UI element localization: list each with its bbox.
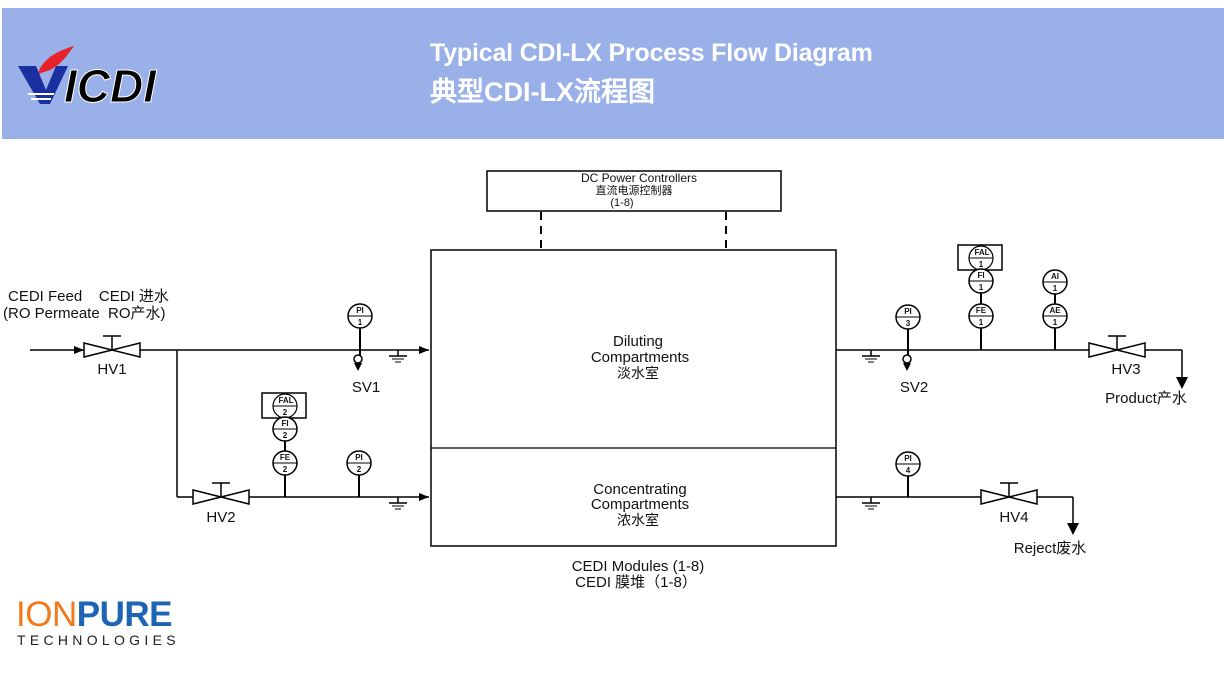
- svg-text:AI: AI: [1051, 272, 1059, 281]
- svg-text:FE: FE: [976, 306, 987, 315]
- product-outlet-label: Product产水: [1105, 390, 1187, 407]
- ionpure-logo: IONPURE TECHNOLOGIES: [16, 595, 180, 649]
- sv2-sample-valve[interactable]: [902, 354, 912, 371]
- svg-text:FAL: FAL: [278, 396, 293, 405]
- diluting-label-2: Compartments: [591, 349, 689, 366]
- concentrating-label-2: Compartments: [591, 496, 689, 513]
- reject-arrow-icon: [1067, 523, 1079, 535]
- power-controller-label-en: DC Power Controllers: [581, 171, 697, 185]
- fal2-alarm: FAL 2: [261, 392, 307, 419]
- ground-icon: [862, 350, 880, 363]
- svg-text:1: 1: [1053, 284, 1058, 293]
- hv3-valve[interactable]: [1088, 335, 1146, 358]
- svg-text:PI: PI: [356, 306, 364, 315]
- pi1-gauge: PI 1: [347, 303, 373, 329]
- svg-text:1: 1: [358, 318, 363, 327]
- fe2-flow-element: FE 2: [272, 450, 298, 476]
- fal1-alarm: FAL 1: [957, 244, 1003, 271]
- hv2-valve[interactable]: [192, 482, 250, 505]
- ae1-analyzer-element: AE 1: [1042, 303, 1068, 329]
- vicdi-logo: ICDI: [18, 46, 158, 108]
- svg-text:FE: FE: [280, 453, 291, 462]
- svg-text:FAL: FAL: [974, 248, 989, 257]
- svg-text:2: 2: [283, 431, 288, 440]
- svg-text:PI: PI: [904, 454, 912, 463]
- pi3-gauge: PI 3: [895, 304, 921, 330]
- svg-text:1: 1: [979, 283, 984, 292]
- sv2-label: SV2: [900, 379, 928, 396]
- diluting-label-1: Diluting: [613, 333, 663, 350]
- flame-icon: [38, 46, 74, 74]
- product-arrow-icon: [1176, 377, 1188, 389]
- logo-icdi-text: ICDI: [64, 60, 157, 108]
- v-letter-icon: [18, 66, 68, 104]
- ai1-analyzer-indicator: AI 1: [1042, 269, 1068, 295]
- concentrating-label-1: Concentrating: [593, 481, 686, 498]
- sv1-sample-valve[interactable]: [353, 354, 363, 371]
- svg-text:AE: AE: [1049, 306, 1061, 315]
- pi4-gauge: PI 4: [895, 451, 921, 477]
- ground-icon: [389, 497, 407, 510]
- ground-icon: [389, 350, 407, 363]
- svg-text:1: 1: [1053, 318, 1058, 327]
- feed-label-2: (RO Permeate RO产水): [3, 305, 166, 322]
- logo-ion-text: ION: [16, 595, 77, 634]
- module-caption-en: CEDI Modules (1-8): [572, 558, 705, 575]
- dc-power-controller-box: DC Power Controllers 直流电源控制器 (1-8): [486, 170, 782, 212]
- feed-label-1: CEDI Feed CEDI 进水: [8, 288, 169, 305]
- module-caption-cn: CEDI 膜堆（1-8）: [575, 574, 697, 591]
- fe1-flow-element: FE 1: [968, 303, 994, 329]
- logo-pure-text: PURE: [76, 595, 173, 634]
- header-banner: ICDI: [2, 8, 1224, 139]
- page-title: Typical CDI-LX Process Flow Diagram: [430, 39, 873, 67]
- pi2-gauge: PI 2: [346, 450, 372, 476]
- svg-text:1: 1: [979, 260, 984, 269]
- power-controller-label-cn: 直流电源控制器: [596, 183, 673, 197]
- ground-icon: [862, 497, 880, 510]
- power-controller-range: (1-8): [610, 197, 633, 209]
- svg-text:1: 1: [979, 318, 984, 327]
- concentrating-label-cn: 浓水室: [617, 512, 659, 528]
- hv3-label: HV3: [1111, 361, 1140, 378]
- page-title-chinese: 典型CDI-LX流程图: [430, 77, 655, 107]
- sv1-label: SV1: [352, 379, 380, 396]
- diluting-label-cn: 淡水室: [617, 365, 659, 381]
- svg-text:4: 4: [906, 466, 911, 475]
- fi2-flow-indicator: FI 2: [272, 416, 298, 442]
- logo-technologies-text: TECHNOLOGIES: [17, 632, 180, 648]
- cedi-module: Diluting Compartments 淡水室 Concentrating …: [430, 249, 837, 547]
- svg-text:FI: FI: [281, 419, 288, 428]
- hv4-label: HV4: [999, 509, 1028, 526]
- hv1-valve[interactable]: [83, 335, 141, 358]
- svg-text:FI: FI: [977, 271, 984, 280]
- hv2-label: HV2: [206, 509, 235, 526]
- svg-text:2: 2: [357, 465, 362, 474]
- svg-text:PI: PI: [355, 453, 363, 462]
- svg-text:PI: PI: [904, 307, 912, 316]
- svg-text:2: 2: [283, 465, 288, 474]
- reject-outlet-label: Reject废水: [1014, 540, 1087, 557]
- fi1-flow-indicator: FI 1: [968, 268, 994, 294]
- svg-text:2: 2: [283, 408, 288, 417]
- hv4-valve[interactable]: [980, 482, 1038, 505]
- hv1-label: HV1: [97, 361, 126, 378]
- svg-text:3: 3: [906, 319, 911, 328]
